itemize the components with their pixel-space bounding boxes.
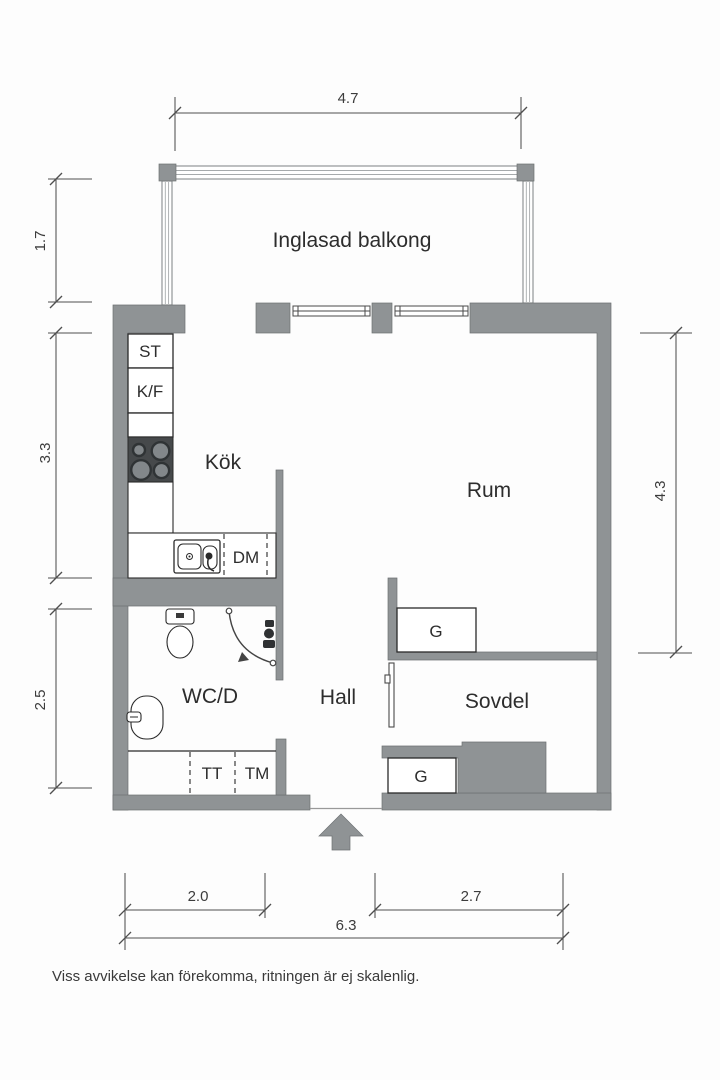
entrance-arrow-icon — [318, 813, 364, 851]
glazing-left — [161, 180, 173, 306]
wall-bottom-left — [112, 794, 311, 811]
wall-pier-a — [255, 302, 291, 334]
glazing-top — [161, 165, 534, 180]
walls — [112, 302, 612, 811]
hall-label: Hall — [320, 686, 356, 709]
balcony-windows — [292, 305, 469, 317]
dim-bottom-right-label: 2.7 — [461, 888, 482, 905]
entrance — [310, 807, 382, 851]
dimension-top: 4.7 — [168, 90, 528, 151]
shower-curtain-arc — [228, 610, 274, 664]
dim-bottom-total-label: 6.3 — [336, 917, 357, 934]
glazing-right — [522, 180, 534, 304]
wall-bottom-right — [381, 792, 612, 811]
balcony-glazing — [158, 163, 535, 306]
wall-pier-b — [371, 302, 393, 334]
dryer-label: TT — [202, 764, 223, 783]
wardrobe-lower — [387, 757, 457, 794]
kitchen-label: Kök — [205, 451, 242, 474]
glazing-post-left — [158, 163, 177, 182]
dim-bottom-left-label: 2.0 — [188, 888, 209, 905]
room-label: Rum — [467, 479, 511, 502]
counter-left — [127, 481, 174, 534]
disclaimer-text: Viss avvikelse kan förekomma, ritningen … — [52, 968, 419, 985]
arc-arrow-icon — [238, 652, 249, 662]
dim-left-middle-label: 3.3 — [37, 443, 54, 464]
dimension-bottom: 2.0 2.7 6.3 — [118, 873, 570, 950]
dimension-left: 1.7 3.3 2.5 — [32, 172, 92, 795]
cabinet — [127, 412, 174, 438]
dim-right-label: 4.3 — [652, 481, 669, 502]
wall-top-right — [469, 302, 612, 811]
dim-top-label: 4.7 — [338, 90, 359, 107]
balcony-label: Inglasad balkong — [273, 229, 432, 252]
storage-cabinet — [127, 333, 174, 369]
wall-sovdel-partition — [387, 577, 598, 661]
dim-left-upper-label: 1.7 — [32, 231, 49, 252]
shower-icon — [265, 620, 274, 627]
kitchen-fixtures — [127, 333, 277, 579]
storage-label: ST — [139, 342, 161, 361]
toilet-icon — [166, 625, 194, 659]
hall-sovdel-fixtures — [384, 607, 477, 794]
fridge-freezer-label: K/F — [137, 382, 163, 401]
washer-label: TM — [245, 764, 270, 783]
dim-left-lower-label: 2.5 — [32, 690, 49, 711]
dimension-right: 4.3 — [638, 326, 692, 659]
bathroom-fixtures — [126, 607, 277, 793]
dishwasher-label: DM — [233, 548, 259, 567]
sleeping-area-label: Sovdel — [465, 690, 529, 713]
sliding-door-leaf — [388, 662, 395, 728]
glazing-post-right — [516, 163, 535, 182]
wall-wc-stub-lower — [275, 738, 287, 796]
wardrobe-lower-label: G — [414, 767, 427, 786]
bathroom-label: WC/D — [182, 685, 238, 708]
fridge-freezer — [127, 367, 174, 414]
wardrobe-upper-label: G — [429, 622, 442, 641]
wardrobe-upper — [396, 607, 477, 653]
